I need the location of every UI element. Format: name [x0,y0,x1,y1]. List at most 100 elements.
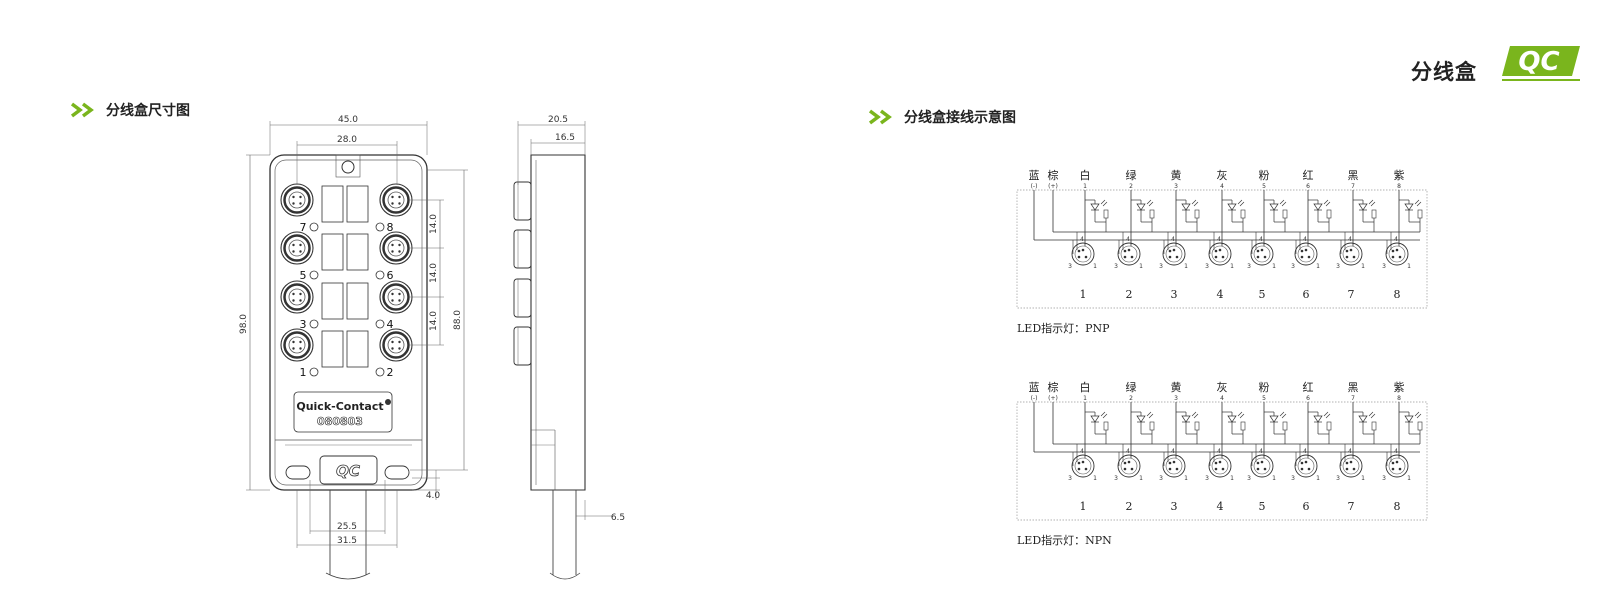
double-chevron-icon [70,102,94,118]
wire-index: 5 [1262,183,1266,190]
led-diode-icon [1404,415,1414,423]
resistor-icon [1282,209,1288,219]
pin-label-right: 1 [1361,475,1365,482]
led-caption: LED指示灯：NPN [1017,533,1112,547]
pin-label-left: 3 [1159,475,1163,482]
dim-width-25: 25.5 [337,522,357,532]
pin-label-left: 3 [1114,263,1118,270]
wire-color-label: 紫 [1394,381,1405,394]
led-diode-icon [1136,203,1146,211]
wire-color-label: 红 [1303,381,1314,394]
pin-label-right: 1 [1093,475,1097,482]
m8-connector-icon [1385,242,1409,266]
channel-number: 5 [1259,288,1266,301]
m8-connector-icon [1162,454,1186,478]
pin-label-top: 4 [1080,236,1084,243]
m8-connector-icon [1294,454,1318,478]
wire-color-label: 黑 [1348,381,1359,394]
led-diode-icon [1313,203,1323,211]
m8-connector-icon [1117,454,1141,478]
pin-label-top: 4 [1080,448,1084,455]
pin-label-left: 3 [1382,263,1386,270]
side-connector [513,181,532,221]
m8-connector-icon [1071,242,1095,266]
pin-label-left: 3 [1114,475,1118,482]
dim-width-31: 31.5 [337,536,357,546]
wire-blue-label: 蓝 [1029,381,1040,394]
section-wiring-title: 分线盒接线示意图 [904,110,1016,126]
wire-color-label: 灰 [1217,168,1228,182]
m8-port [379,280,413,314]
wire-index: 4 [1220,395,1224,402]
wire-color-label: 黑 [1348,169,1359,182]
wire-color-label: 粉 [1259,169,1270,182]
pin-label-left: 3 [1159,263,1163,270]
m8-port [280,183,314,217]
model-label: 080803 [317,415,363,428]
wire-color-label: 粉 [1259,381,1270,394]
m8-connector-icon [1339,454,1363,478]
resistor-icon [1194,421,1200,431]
channel-number: 2 [1126,500,1133,513]
channel-number: 8 [1394,288,1401,301]
led-indicator [375,222,385,232]
pin-label-right: 1 [1230,263,1234,270]
pin-label-top: 4 [1171,236,1175,243]
pin-label-top: 4 [1217,448,1221,455]
wire-color-label: 黄 [1171,168,1182,182]
m8-connector-icon [1162,242,1186,266]
led-indicator [309,319,319,329]
pin-label-top: 4 [1171,448,1175,455]
resistor-icon [1371,421,1377,431]
led-diode-icon [1358,203,1368,211]
pin-label-top: 4 [1348,236,1352,243]
double-chevron-icon [868,109,892,125]
pin-label-top: 4 [1394,448,1398,455]
logo-text: QC [1518,47,1559,77]
wire-index: 2 [1129,183,1133,190]
channel-number: 2 [1126,288,1133,301]
channel-number: 8 [1394,500,1401,513]
led-diode-icon [1181,415,1191,423]
pin-label-top: 4 [1126,236,1130,243]
wire-index: 6 [1306,395,1310,402]
pin-label-right: 1 [1316,263,1320,270]
pin-label-top: 4 [1303,236,1307,243]
wire-index: 7 [1351,395,1355,402]
channel-number: 7 [1348,288,1355,301]
m8-connector-icon [1117,242,1141,266]
led-diode-icon [1227,203,1237,211]
led-diode-icon [1404,203,1414,211]
m8-connector-icon [1250,242,1274,266]
pin-label-left: 3 [1336,475,1340,482]
channel-number: 3 [1171,500,1178,513]
m8-connector-icon [1339,242,1363,266]
resistor-icon [1149,209,1155,219]
resistor-icon [1240,209,1246,219]
resistor-icon [1103,421,1109,431]
channel-number: 1 [1080,288,1087,301]
channel-number: 4 [1217,288,1224,301]
qc-logo: QC [1502,46,1580,81]
m8-port [280,280,314,314]
wire-color-label: 灰 [1217,380,1228,394]
brand-label: Quick-Contact [296,400,383,413]
led-diode-icon [1269,203,1279,211]
wire-brown-label: 棕 [1048,168,1059,182]
wire-index: 7 [1351,183,1355,190]
pin-label-top: 4 [1259,236,1263,243]
m8-port [280,231,314,265]
pin-label-right: 1 [1272,263,1276,270]
side-connector [513,278,532,318]
port-number-left: 7 [300,221,307,234]
led-indicator [375,270,385,280]
m8-connector-icon [1250,454,1274,478]
wire-brown-label: 棕 [1048,380,1059,394]
m8-port [379,183,413,217]
led-diode-icon [1181,203,1191,211]
